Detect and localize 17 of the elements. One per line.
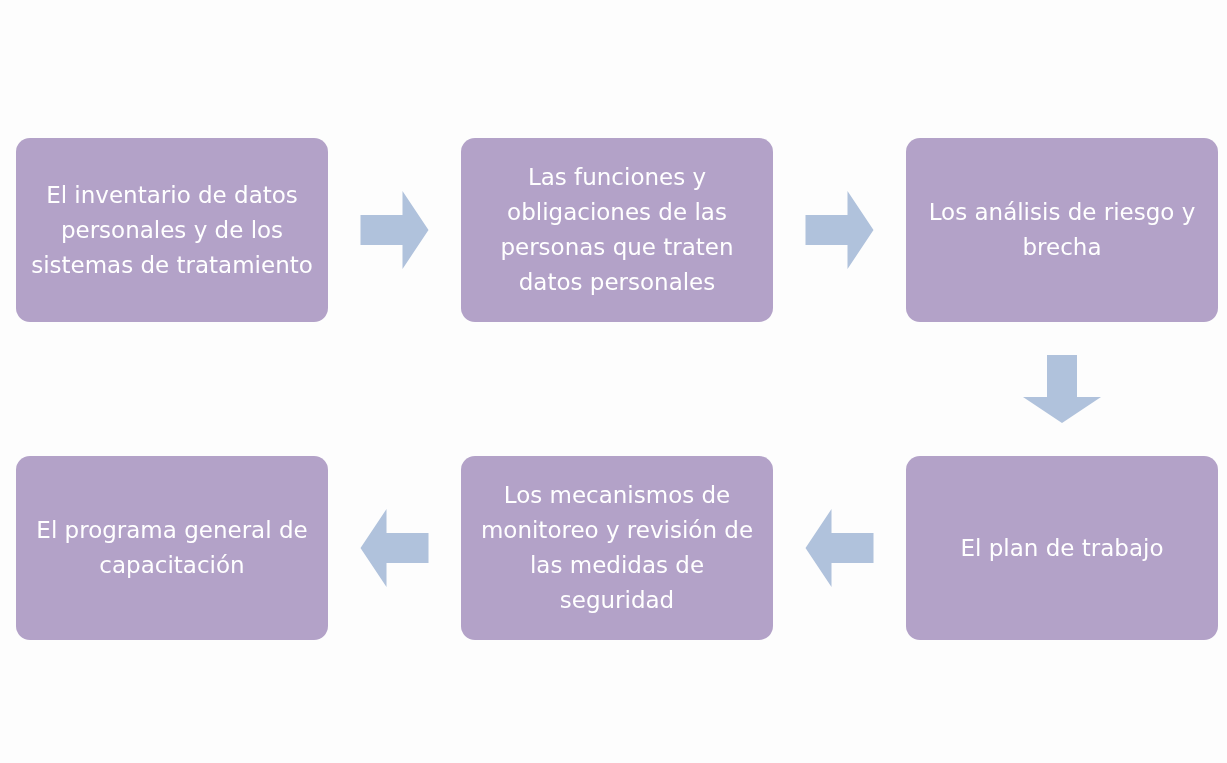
box-text: Los mecanismos de monitoreo y revisión de las medidas de seguridad bbox=[479, 481, 755, 615]
process-box bbox=[461, 138, 773, 322]
block-arrow bbox=[360, 191, 429, 269]
process-box bbox=[906, 138, 1218, 322]
process-box bbox=[16, 138, 328, 322]
process-box bbox=[16, 456, 328, 640]
block-arrow bbox=[805, 191, 874, 269]
box-text: El inventario de datos personales y de los sistemas de tratamiento bbox=[30, 180, 314, 280]
block-arrow bbox=[1023, 355, 1101, 423]
process-box bbox=[461, 456, 773, 640]
box-text: Los análisis de riesgo y brecha bbox=[927, 198, 1197, 262]
block-arrow bbox=[805, 509, 874, 587]
box-text: El programa general de capacitación bbox=[35, 516, 309, 580]
box-text: El plan de trabajo bbox=[960, 533, 1164, 563]
block-arrow bbox=[360, 509, 429, 587]
process-box bbox=[906, 456, 1218, 640]
box-text: Las funciones y obligaciones de las personas que traten datos personales bbox=[499, 163, 735, 297]
